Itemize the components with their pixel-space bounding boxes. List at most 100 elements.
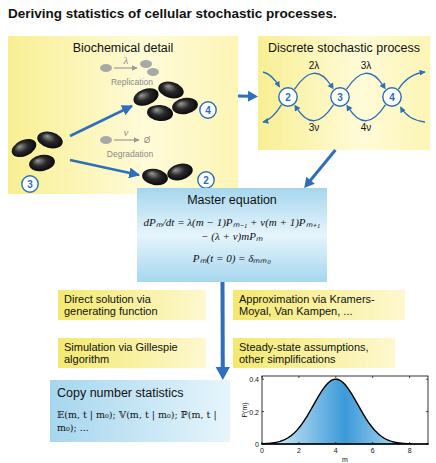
icon-molecule (100, 64, 112, 72)
arrow-head (216, 367, 230, 380)
flow-arrow (304, 150, 335, 188)
arrow-head (346, 105, 352, 112)
diagram-title: Deriving statistics of cellular stochast… (8, 6, 337, 21)
method-text: Direct solution via generating function (64, 293, 200, 317)
icon-molecule (100, 136, 112, 144)
tick-mark (335, 376, 336, 378)
tick-mark (426, 379, 428, 380)
molecule (146, 104, 173, 122)
axis-title: P(m) (241, 402, 248, 417)
circle-shape (331, 88, 349, 106)
molecule (9, 135, 39, 160)
connector-line (297, 105, 334, 121)
transition-arrow (346, 73, 385, 89)
tick-mark (298, 376, 299, 378)
connector-line (221, 282, 225, 370)
box-heading: Master equation (143, 193, 321, 207)
molecule (171, 96, 199, 116)
equation-box: Master equation dPₘ/dt = λ(m − 1)Pₘ₋₁ + ν… (137, 188, 327, 282)
tick-mark (372, 376, 373, 378)
method-box: Direct solution via generating function (58, 290, 206, 320)
transition-arrow (294, 105, 333, 121)
flow-arrow (238, 91, 258, 102)
tick-mark (426, 411, 428, 412)
rate-label: 2λ (309, 61, 320, 71)
state-number: 3 (330, 87, 350, 107)
state-circle: 4 (382, 87, 402, 107)
stage-box: Biochemical detail 4 3 2 (8, 36, 238, 194)
tick-mark (409, 442, 410, 444)
state-number: 4 (382, 87, 402, 107)
method-box: Approximation via Kramers-Moyal, Van Kam… (233, 290, 405, 320)
icon-molecule (140, 60, 152, 68)
reaction-arrow (70, 160, 139, 175)
molecule (156, 79, 185, 101)
rate-label: 4ν (361, 123, 372, 133)
empty-set-symbol: Ø (144, 136, 151, 145)
state-number: 2 (278, 87, 298, 107)
tick-mark (262, 376, 263, 378)
rate-symbol: λ (124, 55, 129, 66)
tick-mark (372, 442, 373, 444)
box-heading: Copy number statistics (57, 386, 223, 400)
molecule (131, 85, 161, 109)
connector-line (238, 95, 250, 98)
arrow-head (328, 83, 334, 90)
tick-mark (262, 411, 264, 412)
arrow-head (294, 105, 300, 112)
connector-line (294, 73, 331, 89)
box-text: 𝔼(m, t | m₀); 𝕍(m, t | m₀); ℙ(m, t | m₀)… (57, 408, 223, 434)
result-box: Copy number statistics𝔼(m, t | m₀); 𝕍(m,… (50, 380, 230, 442)
state-number: 2 (197, 171, 215, 189)
transition-arc (263, 105, 282, 122)
molecule (165, 161, 194, 183)
reaction-arrow (70, 106, 132, 136)
state-circle: 4 (199, 101, 217, 119)
tick-mark (426, 444, 428, 445)
transition-arrow (346, 105, 385, 121)
rate-label: 3ν (309, 123, 320, 133)
flow-arrow (216, 282, 230, 380)
tick-label: 6 (371, 447, 375, 454)
tick-mark (262, 379, 264, 380)
state-circle: 2 (278, 87, 298, 107)
transition-arc (263, 72, 280, 87)
molecule (141, 167, 169, 187)
tick-label: 0 (260, 447, 264, 454)
tick-label: 0.2 (249, 408, 259, 415)
box-heading: Biochemical detail (8, 36, 238, 55)
transition-arc (401, 107, 426, 122)
tick-mark (335, 442, 336, 444)
method-text: Simulation via Gillespie algorithm (64, 341, 200, 365)
reaction-name: Degradation (107, 150, 153, 159)
transition-arrow (294, 73, 333, 89)
box-text: dPₘ/dt = λ(m − 1)Pₘ₋₁ + ν(m + 1)Pₘ₊₁ − (… (143, 215, 321, 243)
tick-label: 0 (255, 441, 259, 448)
state-number: 3 (21, 175, 39, 193)
reaction-name: Replication (111, 78, 153, 87)
box-text: Pₘ(t = 0) = δₘₘ₀ (143, 251, 321, 265)
state-circle: 3 (21, 175, 39, 193)
arrow-head (248, 91, 258, 102)
tick-mark (409, 376, 410, 378)
state-circle: 3 (330, 87, 350, 107)
icon-arrow (114, 139, 139, 140)
transition-arc (398, 72, 425, 89)
state-circle: 2 (197, 171, 215, 189)
tick-mark (298, 442, 299, 444)
method-box: Steady-state assumptions, other simplifi… (233, 338, 395, 368)
circle-shape (200, 102, 216, 118)
circle-shape (198, 172, 214, 188)
tick-label: 0.4 (249, 376, 259, 383)
arrow-head (304, 177, 315, 188)
axis-title: m (342, 455, 348, 462)
box-heading: Discrete stochastic process (258, 36, 430, 55)
method-text: Steady-state assumptions, other simplifi… (239, 341, 389, 365)
connector-line (349, 105, 386, 121)
connector-line (309, 150, 335, 182)
tick-marks (262, 376, 428, 444)
